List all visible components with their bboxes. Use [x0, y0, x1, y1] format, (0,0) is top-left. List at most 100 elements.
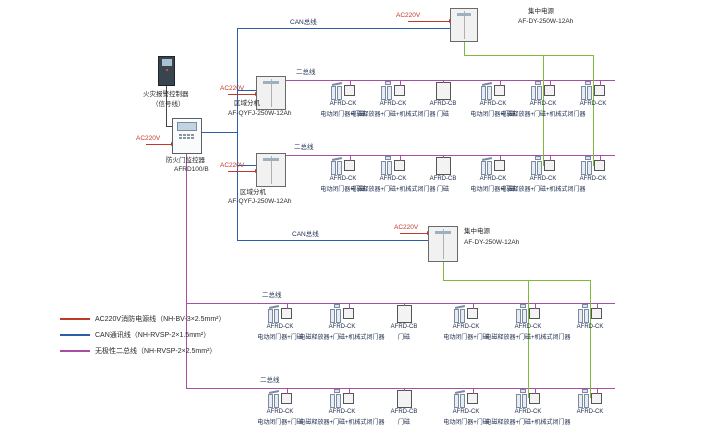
module-model-label: AFRD-CK [379, 101, 407, 107]
region1-ac-label: AC220V [220, 85, 245, 92]
legend-line-sample [60, 318, 90, 320]
legend-item: AC220V消防电源线（NH-BV-3×2.5mm²） [60, 314, 226, 324]
monitor-module-icon [344, 81, 355, 96]
device-icons [331, 156, 355, 175]
device-icons [331, 81, 355, 100]
module-model-label: AFRD-CK [579, 101, 607, 107]
device-icons [396, 304, 412, 323]
bus-drop-line [549, 156, 551, 161]
top-power-ac-label: AC220V [396, 12, 421, 19]
device-icons [381, 81, 405, 100]
fire-door-icon [330, 389, 341, 408]
monitor-module-icon [394, 81, 405, 96]
monitor-module-icon [396, 304, 412, 323]
device-icons [581, 81, 605, 100]
monitor-module-icon [344, 156, 355, 171]
power-line-monitor [146, 142, 175, 146]
legend-label: 无极性二总线（NH-RVSP-2×2.5mm²） [95, 348, 217, 355]
module-model-label: AFRD-CK [266, 409, 294, 415]
monitor-power-label: AC220V [136, 135, 161, 142]
module-model-label: AFRD-CK [329, 101, 357, 107]
device-group: AFRD-CK 电磁释放器+门磁+机械式闭门器 [300, 304, 385, 341]
device-icons [516, 389, 540, 408]
monitor-label: 防火门监控器 [166, 157, 205, 164]
device-description-label: 电动闭门器+门磁 [443, 335, 489, 341]
device-icons [581, 156, 605, 175]
device-group: AFRD-CK [562, 389, 618, 426]
device-group: AFRD-CB 门磁 [376, 304, 432, 341]
can-bus-line-region1 [237, 90, 256, 91]
monitor-module-icon [396, 389, 412, 408]
device-group: AFRD-CK 电磁释放器+门磁+机械式闭门器 [501, 81, 586, 118]
bus-drop-line [349, 156, 351, 161]
region1-model: AF-QYFJ-250W-12Ah [228, 110, 292, 117]
device-description-label: 电动闭门器+门磁 [257, 335, 303, 341]
legend-item: 无极性二总线（NH-RVSP-2×2.5mm²） [60, 346, 226, 356]
mid-power-name: 集中电源 [464, 228, 490, 235]
fire-door-icon [330, 304, 341, 323]
bus-drop-line [348, 304, 350, 309]
device-description-label: 门磁 [436, 112, 449, 118]
device-description-label: 电磁释放器+门磁+机械式闭门器 [299, 335, 385, 341]
legend-line-sample [60, 350, 90, 352]
monitor-module-icon [394, 156, 405, 171]
module-model-label: AFRD-CK [266, 324, 294, 330]
can-bus-line-monitor [202, 132, 237, 133]
device-description-label: 电磁释放器+门磁+机械式闭门器 [500, 187, 586, 193]
region-unit-cabinet-1 [256, 76, 286, 110]
bus-drop-line [472, 389, 474, 394]
fire-door-icon [578, 304, 589, 323]
fire-alarm-controller-label: 火灾报警控制器 [143, 91, 189, 98]
fire-door-icon [531, 81, 542, 100]
module-model-label: AFRD-CB [390, 409, 418, 415]
can-bus-label-top: CAN总线 [290, 19, 317, 26]
device-description-label: 电磁释放器+门磁+机械式闭门器 [485, 420, 571, 426]
device-group: AFRD-CK 电动闭门器+门磁 [438, 389, 494, 426]
device-group: AFRD-CK 电动闭门器+门磁 [252, 389, 308, 426]
device-icons [396, 389, 412, 408]
region2-model: AF-QYFJ-250W-12Ah [228, 198, 292, 205]
device-group: AFRD-CK 电磁释放器+门磁+机械式闭门器 [300, 389, 385, 426]
bus-drop-line [549, 81, 551, 86]
monitor-module-icon [494, 81, 505, 96]
module-model-label: AFRD-CK [379, 176, 407, 182]
monitor-module-icon [529, 304, 540, 319]
fire-door-icon [268, 304, 279, 323]
device-group: AFRD-CK 电动闭门器+门磁 [468, 81, 518, 118]
module-model-label: AFRD-CK [529, 176, 557, 182]
monitor-keys [178, 134, 196, 139]
monitor-module-icon [281, 304, 292, 319]
dc-power-line [464, 42, 465, 55]
bus-drop-line [404, 389, 405, 391]
fire-door-icon [578, 389, 589, 408]
device-group: AFRD-CB 门磁 [376, 389, 432, 426]
two-wire-bus-trunk-line [186, 154, 187, 389]
fire-alarm-controller-icon [158, 56, 175, 86]
device-group: AFRD-CK 电动闭门器+门磁 [318, 156, 368, 193]
device-group: AFRD-CK 电动闭门器+门磁 [438, 304, 494, 341]
device-icons [381, 156, 405, 175]
device-description-label: 电动闭门器+门磁 [320, 187, 366, 193]
bus-drop-line [499, 81, 501, 86]
device-description-label: 电磁释放器+门磁+机械式闭门器 [500, 112, 586, 118]
monitor-module-icon [343, 389, 354, 404]
dc-power-line [593, 55, 594, 166]
signal-line-label: （信号线） [152, 101, 185, 108]
can-bus-trunk-line [237, 28, 238, 240]
bus-drop-line [404, 304, 405, 306]
device-description-label: 电动闭门器+门磁 [470, 112, 516, 118]
module-model-label: AFRD-CB [429, 176, 457, 182]
two-wire-bus-line-row1 [286, 80, 615, 81]
two-wire-bus-line-row2 [286, 155, 615, 156]
two-wire-bus-line-row4 [186, 388, 615, 389]
two-wire-label-row3: 二总线 [262, 292, 282, 299]
module-model-label: AFRD-CK [452, 409, 480, 415]
device-icons [330, 304, 354, 323]
module-model-label: AFRD-CB [429, 101, 457, 107]
module-model-label: AFRD-CK [328, 409, 356, 415]
device-description-label: 电动闭门器+门磁 [443, 420, 489, 426]
bus-drop-line [534, 304, 536, 309]
region2-ac-label: AC220V [220, 162, 245, 169]
device-row-1: AFRD-CK 电动闭门器+门磁 AFRD-CK 电磁释放器+门磁+机械式闭门器… [318, 81, 618, 118]
